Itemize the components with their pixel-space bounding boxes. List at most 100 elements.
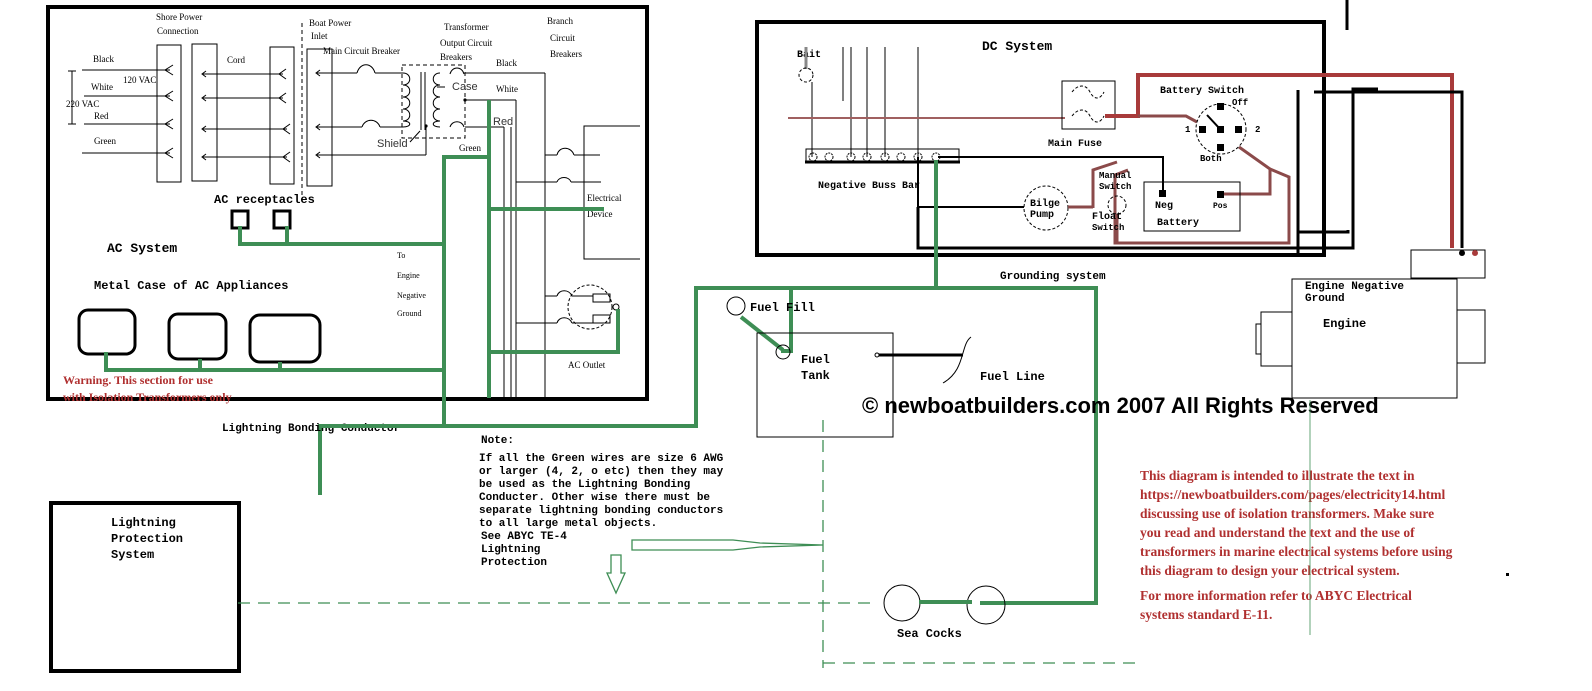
fuel-tank-fill-port bbox=[775, 344, 791, 360]
output-white-label: White bbox=[496, 84, 518, 94]
switch-2-label: 2 bbox=[1255, 125, 1260, 135]
branch-breakers-label-2: Circuit bbox=[550, 33, 575, 43]
wire-label-black: Black bbox=[93, 54, 114, 64]
fuel-tank-label-1: Fuel bbox=[801, 353, 830, 367]
ac-outlet bbox=[516, 284, 620, 330]
sea-cock-1 bbox=[883, 584, 921, 622]
disclaimer-line: https://newboatbuilders.com/pages/electr… bbox=[1140, 487, 1445, 502]
appliance-case-2 bbox=[167, 312, 228, 361]
disclaimer-more-line: systems standard E-11. bbox=[1140, 607, 1272, 622]
disclaimer-line: This diagram is intended to illustrate t… bbox=[1140, 468, 1415, 483]
copyright-notice: © newboatbuilders.com 2007 All Rights Re… bbox=[862, 393, 1379, 418]
ac-receptacles-label: AC receptacles bbox=[214, 193, 315, 207]
engine-negative-ground-label-2: Ground bbox=[1305, 293, 1345, 305]
shore-power-label-1: Shore Power bbox=[156, 12, 202, 22]
battery-switch[interactable] bbox=[1195, 103, 1247, 155]
output-black-label: Black bbox=[496, 58, 517, 68]
battery-switch-label: Battery Switch bbox=[1160, 85, 1244, 97]
battery-neg-label: Neg bbox=[1155, 201, 1173, 212]
engine-ground-label-2: Engine bbox=[397, 271, 420, 280]
output-red-label: Red bbox=[493, 116, 513, 128]
branch-breakers-label-1: Branch bbox=[547, 16, 573, 26]
manual-switch-label-1: Manual bbox=[1099, 171, 1132, 181]
note-block: Note: If all the Green wires are size 6 … bbox=[479, 435, 724, 569]
fuel-line-label: Fuel Line bbox=[980, 370, 1045, 384]
engine-ground-label-4: Ground bbox=[397, 309, 421, 318]
note-line: Conducter. Other wise there must be bbox=[479, 492, 710, 504]
engine-negative-ground-label-1: Engine Negative bbox=[1305, 281, 1404, 293]
fuel-fill bbox=[726, 296, 746, 316]
sea-cock-2 bbox=[966, 585, 1006, 625]
lightning-protection-label-1: Lightning bbox=[111, 516, 176, 530]
negative-buss-bar bbox=[805, 148, 960, 162]
disclaimer-block: This diagram is intended to illustrate t… bbox=[1140, 468, 1509, 622]
warning-line-1: Warning. This section for use bbox=[63, 373, 214, 387]
buss-bar-terminals bbox=[808, 152, 941, 162]
switch-both-label: Both bbox=[1200, 154, 1222, 164]
note-line: or larger (4, 2, o etc) then they may bbox=[479, 466, 724, 478]
sea-cocks-label: Sea Cocks bbox=[897, 627, 962, 641]
engine-mount-left bbox=[1260, 311, 1293, 367]
boat-inlet-label-1: Boat Power bbox=[309, 18, 351, 28]
bilge-pump-label-2: Pump bbox=[1030, 210, 1054, 221]
output-green-label: Green bbox=[459, 143, 481, 153]
battery-label: Battery bbox=[1157, 218, 1199, 229]
lightning-protection-box bbox=[49, 501, 241, 673]
switch-off-label: Off bbox=[1232, 98, 1248, 108]
cord-plug bbox=[191, 43, 218, 182]
note-arrow-down bbox=[605, 554, 627, 595]
metal-case-label: Metal Case of AC Appliances bbox=[94, 279, 288, 293]
cord-connector bbox=[269, 46, 295, 185]
ac-system-title: AC System bbox=[107, 241, 177, 256]
boat-inlet bbox=[306, 48, 333, 187]
electrical-device bbox=[583, 125, 640, 260]
negative-buss-bar-label: Negative Buss Bar bbox=[818, 180, 920, 192]
ac-system-panel: Shore Power Connection Cord Boat Power I… bbox=[46, 5, 649, 404]
main-fuse-label: Main Fuse bbox=[1048, 138, 1102, 150]
disclaimer-more-line: For more information refer to ABYC Elect… bbox=[1140, 588, 1412, 603]
case-label: Case bbox=[452, 81, 478, 93]
note-line: to all large metal objects. bbox=[479, 518, 657, 530]
ac-outlet-label: AC Outlet bbox=[568, 360, 606, 370]
electrical-device-label-2: Device bbox=[587, 209, 612, 219]
branch-breakers-label-3: Breakers bbox=[550, 49, 582, 59]
note-arrow-right bbox=[631, 539, 824, 551]
appliance-case-1 bbox=[77, 308, 137, 356]
transformer-breakers-label-2: Output Circuit bbox=[440, 38, 493, 48]
manual-switch-label-2: Switch bbox=[1099, 182, 1131, 192]
electrical-device-label-1: Electrical bbox=[587, 193, 622, 203]
appliance-case-3 bbox=[248, 313, 322, 364]
disclaimer-line: this diagram to design your electrical s… bbox=[1140, 563, 1400, 578]
bait-pump-icon bbox=[798, 67, 814, 83]
ac-receptacle-1 bbox=[230, 209, 250, 230]
ac-receptacle-2 bbox=[272, 209, 292, 230]
shore-power-label-2: Connection bbox=[157, 26, 199, 36]
bait-label: Bait bbox=[797, 49, 821, 61]
ac-system-border bbox=[46, 5, 649, 401]
dc-system-title: DC System bbox=[982, 39, 1052, 54]
grounding-system-label: Grounding system bbox=[1000, 271, 1106, 283]
voltage-120-label: 120 VAC bbox=[123, 75, 156, 85]
fuel-fill-label: Fuel Fill bbox=[750, 301, 815, 315]
cord-label: Cord bbox=[227, 55, 246, 65]
isolation-transformer bbox=[401, 64, 466, 143]
dc-system-panel: DC System Bait Negative Buss Bar bbox=[755, 20, 1454, 257]
note-see-line: See ABYC TE-4 bbox=[481, 531, 567, 543]
note-see-line: Lightning bbox=[481, 544, 540, 556]
dc-system-border bbox=[755, 20, 1326, 257]
boat-inlet-label-2: Inlet bbox=[311, 31, 328, 41]
engine-mount-right bbox=[1456, 309, 1486, 364]
engine-negative-wire bbox=[1314, 90, 1464, 248]
lightning-protection-label-2: Protection bbox=[111, 532, 183, 546]
float-switch bbox=[1107, 195, 1127, 215]
transformer-breakers-label-3: Breakers bbox=[440, 52, 472, 62]
lightning-protection-label-3: System bbox=[111, 548, 154, 562]
engine-ground-label-1: To bbox=[397, 251, 405, 260]
transformer-breakers-label-1: Transformer bbox=[444, 22, 489, 32]
note-see-line: Protection bbox=[481, 557, 547, 569]
main-breaker-label: Main Circuit Breaker bbox=[323, 46, 400, 56]
shore-connector bbox=[156, 44, 182, 183]
shield-label: Shield bbox=[377, 138, 408, 150]
note-line: be used as the Lightning Bonding bbox=[479, 479, 690, 491]
